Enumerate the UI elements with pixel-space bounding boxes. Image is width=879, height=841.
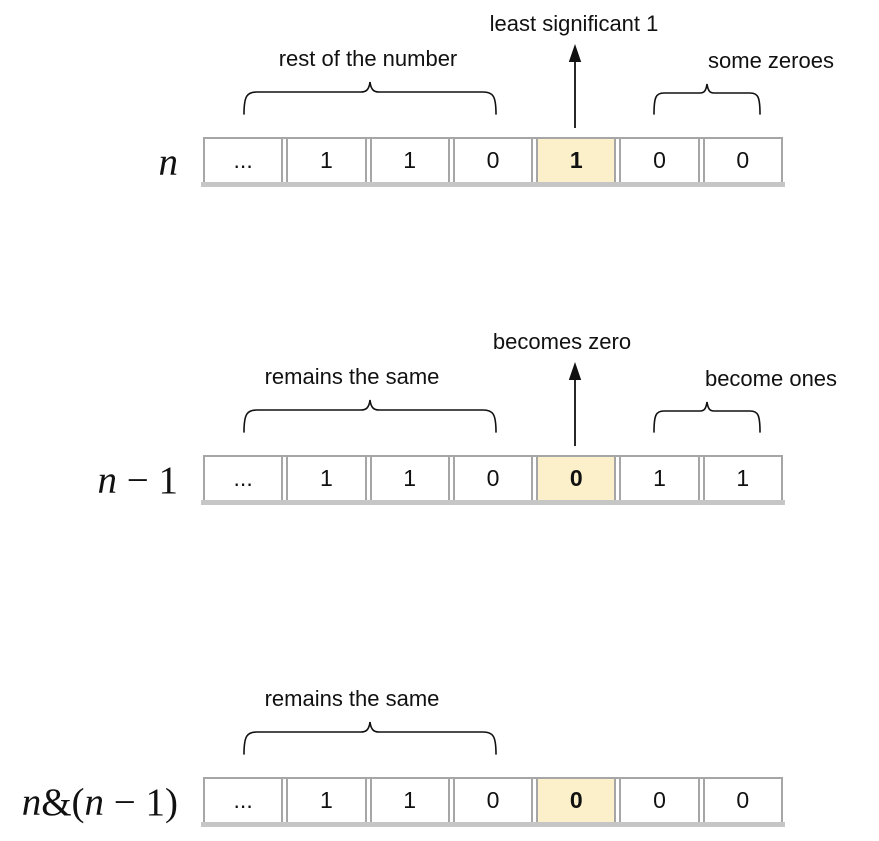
bit-cell: 1: [702, 457, 781, 500]
left-curly-brace-icon: [243, 81, 497, 115]
bit-cell: 0: [619, 779, 700, 822]
bit-cell: 0: [452, 457, 534, 500]
pointer-label: becomes zero: [492, 329, 632, 354]
pointer-label: least significant 1: [489, 11, 659, 36]
left-curly-brace-icon: [243, 721, 497, 755]
right-curly-brace-icon: [653, 401, 761, 433]
bit-cell: ...: [205, 139, 284, 182]
bit-cells-n: ... 1 1 0 1 0 0: [201, 137, 785, 187]
bit-cell: ...: [205, 457, 284, 500]
bit-cell: ...: [205, 779, 284, 822]
table-shadow: [201, 182, 785, 187]
row-label-n: n: [0, 137, 179, 187]
table-shadow: [201, 500, 785, 505]
math-n: n: [97, 458, 118, 502]
row-label-n-and-n-minus-1: n&(n − 1): [21, 780, 178, 824]
bit-cell-highlighted: 0: [536, 457, 617, 500]
math-n: n: [21, 780, 42, 824]
bit-cell: 1: [369, 779, 450, 822]
bit-cell: 1: [619, 457, 700, 500]
bit-cell: 0: [702, 779, 781, 822]
bit-cells-n-minus-1: ... 1 1 0 0 1 1: [201, 455, 785, 505]
bit-cells-n-and-n-minus-1: ... 1 1 0 0 0 0: [201, 777, 785, 827]
bit-cell: 0: [619, 139, 700, 182]
bit-cell: 1: [286, 457, 367, 500]
right-curly-brace-icon: [653, 83, 761, 115]
table-shadow: [201, 822, 785, 827]
row-label-n-minus-1: n − 1: [97, 458, 179, 502]
bit-cell-highlighted: 1: [536, 139, 617, 182]
left-curly-brace-icon: [243, 399, 497, 433]
right-brace-label: some zeroes: [708, 48, 834, 73]
right-brace-label: become ones: [704, 366, 838, 391]
left-brace-label: remains the same: [264, 686, 440, 711]
left-brace-label: rest of the number: [278, 46, 458, 71]
bit-cell: 0: [702, 139, 781, 182]
left-brace-label: remains the same: [264, 364, 440, 389]
up-arrow-icon: [568, 362, 582, 446]
bit-cell: 1: [286, 139, 367, 182]
bit-cell: 1: [369, 139, 450, 182]
bit-cell: 0: [452, 779, 534, 822]
math-n: n: [158, 140, 179, 184]
up-arrow-icon: [568, 44, 582, 128]
bit-cell-highlighted: 0: [536, 779, 617, 822]
bit-cell: 1: [286, 779, 367, 822]
bit-cell: 1: [369, 457, 450, 500]
bit-cell: 0: [452, 139, 534, 182]
